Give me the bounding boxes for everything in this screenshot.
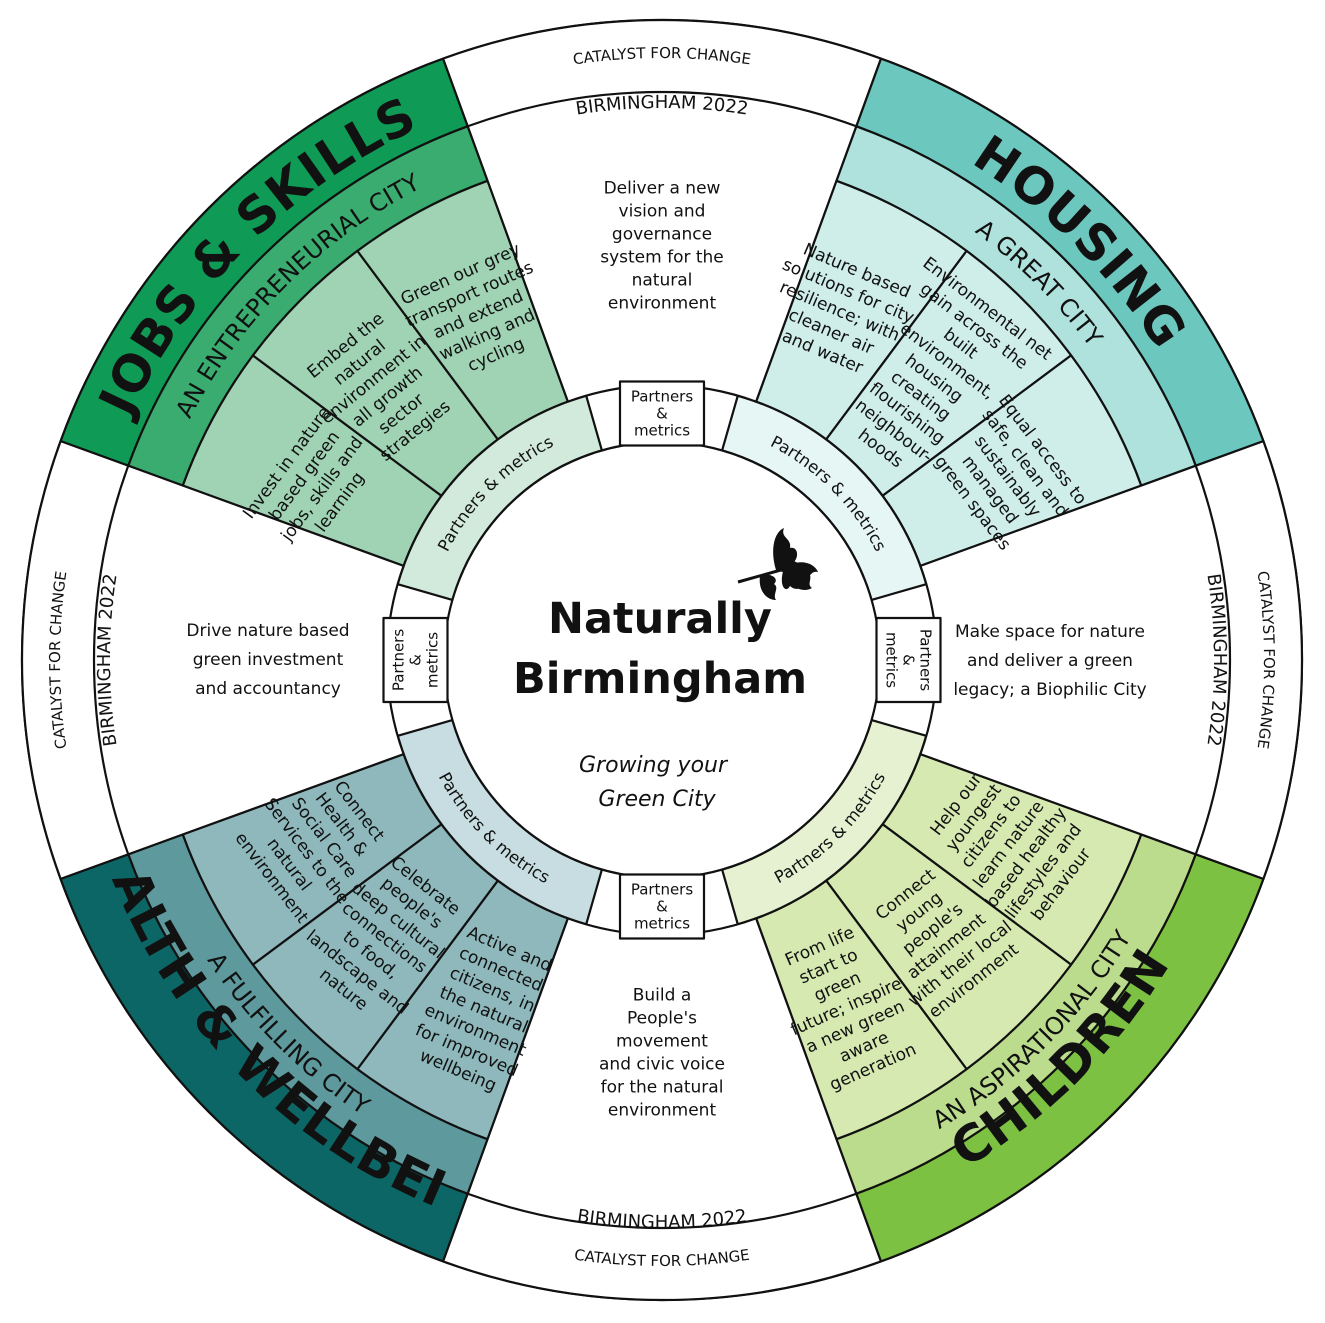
partners-box-right: Partners&metrics [875,616,942,704]
svg-text:Partners: Partners [631,881,694,899]
svg-text:Partners: Partners [917,629,935,692]
partners-box-left: Partners&metrics [382,616,449,704]
svg-text:metrics: metrics [883,632,901,688]
svg-text:&: & [407,654,425,666]
svg-text:metrics: metrics [634,915,690,933]
wheel-segments [20,18,1304,1302]
oak-leaf-icon [737,528,818,600]
svg-text:Partners: Partners [631,388,694,406]
center-title-line1: Naturally [548,594,772,644]
svg-text:&: & [900,654,918,666]
catalyst-divider [467,1192,857,1230]
svg-text:metrics: metrics [634,422,690,440]
housing-objective-3: Equal access tosafe, clean andsustainabl… [924,391,1090,562]
catalyst-divider [467,90,857,128]
partners-box-bottom: Partners&metrics [618,873,706,940]
catalyst-divider [92,465,130,855]
center-hub: Naturally Birmingham Growing your Green … [513,528,818,812]
center-subtitle-line2: Green City [598,787,716,812]
catalyst-divider [1194,465,1232,855]
center-title-line2: Birmingham [513,654,807,704]
svg-text:Partners: Partners [390,629,408,692]
svg-text:metrics: metrics [424,632,442,688]
partners-box-top: Partners&metrics [618,380,706,447]
svg-text:&: & [656,405,668,423]
center-subtitle-line1: Growing your [579,753,729,778]
svg-text:&: & [656,898,668,916]
